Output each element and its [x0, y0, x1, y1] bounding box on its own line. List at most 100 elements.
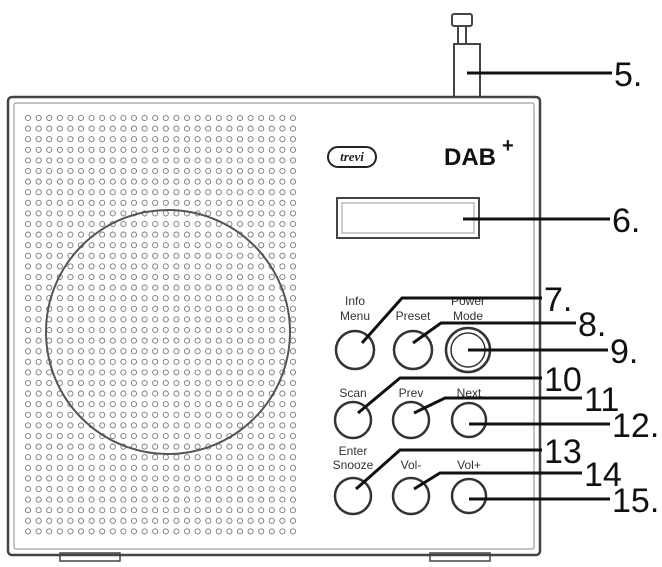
grille-hole	[99, 517, 106, 524]
grille-hole	[289, 189, 297, 196]
grille-hole	[24, 326, 32, 334]
grille-hole	[258, 517, 265, 524]
grille-hole	[194, 326, 201, 334]
label-mode: Mode	[453, 309, 483, 323]
grille-hole	[141, 157, 148, 164]
grille-hole	[67, 263, 74, 270]
grille-hole	[258, 189, 265, 196]
grille-hole	[120, 528, 127, 535]
grille-hole	[205, 496, 212, 503]
grille-hole	[289, 496, 297, 503]
grille-hole	[258, 422, 265, 429]
grille-hole	[162, 390, 169, 397]
grille-hole	[215, 157, 222, 164]
grille-hole	[99, 189, 106, 196]
next-button[interactable]	[450, 401, 488, 439]
grille-hole	[35, 401, 42, 408]
grille-hole	[67, 369, 74, 376]
grille-hole	[194, 422, 201, 429]
grille-hole	[205, 199, 212, 206]
grille-hole	[279, 305, 286, 312]
grille-hole	[258, 136, 265, 143]
grille-hole	[226, 242, 233, 249]
grille-hole	[289, 390, 297, 397]
grille-hole	[56, 231, 63, 238]
grille-hole	[215, 305, 222, 312]
grille-hole	[67, 295, 74, 302]
grille-hole	[247, 454, 254, 461]
grille-hole	[236, 369, 244, 376]
callout-12: 12.	[612, 407, 659, 445]
grille-hole	[289, 348, 297, 355]
grille-hole	[194, 390, 201, 397]
grille-hole	[109, 358, 116, 365]
callout-14: 14	[584, 456, 622, 494]
grille-hole	[56, 464, 63, 471]
grille-hole	[215, 242, 222, 249]
grille-hole	[35, 146, 42, 153]
grille-hole	[247, 273, 254, 281]
grille-hole	[99, 252, 106, 259]
grille-hole	[99, 273, 106, 281]
grille-hole	[268, 189, 275, 196]
grille-hole	[162, 305, 169, 312]
grille-hole	[205, 348, 212, 355]
grille-hole	[56, 284, 63, 291]
grille-hole	[258, 379, 265, 387]
grille-hole	[173, 157, 180, 164]
grille-hole	[183, 199, 191, 206]
grille-hole	[67, 422, 74, 429]
grille-hole	[162, 263, 169, 270]
grille-hole	[99, 369, 106, 376]
grille-hole	[130, 517, 138, 524]
grille-hole	[162, 157, 169, 164]
vol-plus-button[interactable]	[450, 477, 488, 515]
grille-hole	[279, 242, 286, 249]
grille-hole	[130, 475, 138, 482]
grille-hole	[120, 189, 127, 196]
grille-hole	[173, 517, 180, 524]
grille-hole	[141, 337, 148, 344]
grille-hole	[279, 210, 286, 217]
label-menu: Menu	[340, 309, 370, 323]
grille-hole	[236, 379, 244, 387]
grille-hole	[205, 146, 212, 153]
grille-hole	[152, 189, 159, 196]
grille-hole	[152, 295, 159, 302]
callout-10: 10	[544, 361, 582, 399]
grille-hole	[183, 401, 191, 408]
grille-hole	[24, 252, 32, 259]
enter-snooze-button[interactable]	[333, 476, 373, 516]
grille-hole	[236, 464, 244, 471]
grille-hole	[56, 125, 63, 132]
grille-hole	[183, 114, 191, 122]
grille-hole	[99, 401, 106, 408]
preset-button[interactable]	[392, 329, 434, 371]
grille-hole	[289, 252, 297, 259]
grille-hole	[268, 210, 275, 217]
grille-hole	[226, 422, 233, 429]
grille-hole	[173, 348, 180, 355]
grille-hole	[279, 326, 286, 334]
grille-hole	[268, 114, 275, 122]
grille-hole	[88, 252, 95, 259]
grille-hole	[152, 167, 159, 175]
grille-hole	[24, 369, 32, 376]
grille-hole	[67, 496, 74, 503]
grille-hole	[56, 443, 63, 450]
grille-hole	[120, 517, 127, 524]
speaker-grille	[24, 114, 297, 535]
grille-hole	[99, 305, 106, 312]
grille-hole	[236, 242, 244, 249]
grille-hole	[77, 199, 85, 206]
grille-hole	[215, 432, 222, 440]
grille-hole	[268, 157, 275, 164]
grille-hole	[173, 401, 180, 408]
grille-hole	[173, 422, 180, 429]
grille-hole	[162, 242, 169, 249]
grille-hole	[24, 528, 32, 535]
grille-hole	[215, 379, 222, 387]
grille-hole	[162, 432, 169, 440]
grille-hole	[183, 316, 191, 323]
